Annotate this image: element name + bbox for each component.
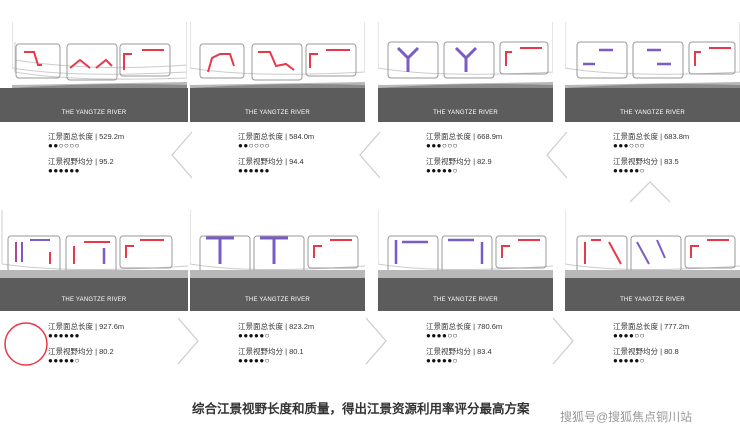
site-plan-option-4 bbox=[565, 20, 740, 94]
score-dots-5: ●●●●●○ bbox=[48, 356, 80, 365]
score-dots-7: ●●●●●○ bbox=[426, 356, 458, 365]
score-dots-4: ●●●●●○ bbox=[613, 166, 645, 175]
chevron-up-icon bbox=[629, 181, 671, 203]
length-dots-4: ●●●○○○ bbox=[613, 141, 645, 150]
river-label-2: THE YANGTZE RIVER bbox=[245, 110, 310, 116]
length-dots-7: ●●●●○○ bbox=[426, 331, 458, 340]
river-label-4: THE YANGTZE RIVER bbox=[620, 110, 685, 116]
length-metric-1: 江景面总长度 | 529.2m bbox=[48, 132, 125, 141]
length-metric-5: 江景面总长度 | 927.6m bbox=[48, 322, 125, 331]
river-label-8: THE YANGTZE RIVER bbox=[620, 297, 685, 303]
chevron-right-icon bbox=[177, 317, 199, 365]
selected-option-circle bbox=[4, 322, 48, 366]
chevron-left-icon bbox=[359, 131, 381, 179]
length-dots-2: ●●○○○○ bbox=[238, 141, 270, 150]
conclusion-caption: 综合江景视野长度和质量，得出江景资源利用率评分最高方案 bbox=[192, 402, 530, 416]
length-metric-6: 江景面总长度 | 823.2m bbox=[238, 322, 315, 331]
river-label-5: THE YANGTZE RIVER bbox=[61, 297, 127, 303]
score-metric-6: 江景视野均分 | 80.1 bbox=[238, 347, 304, 356]
length-metric-8: 江景面总长度 | 777.2m bbox=[613, 322, 690, 331]
score-dots-8: ●●●●●○ bbox=[613, 356, 645, 365]
river-label-1: THE YANGTZE RIVER bbox=[61, 110, 127, 116]
length-metric-3: 江景面总长度 | 668.9m bbox=[426, 132, 503, 141]
site-plan-option-5 bbox=[0, 208, 188, 282]
score-metric-1: 江景视野均分 | 95.2 bbox=[48, 157, 114, 166]
score-dots-1: ●●●●●● bbox=[48, 166, 80, 175]
chevron-right-icon bbox=[552, 317, 574, 365]
length-dots-8: ●●●●○○ bbox=[613, 331, 645, 340]
score-dots-3: ●●●●●○ bbox=[426, 166, 458, 175]
score-metric-8: 江景视野均分 | 80.8 bbox=[613, 347, 679, 356]
length-dots-1: ●●○○○○ bbox=[48, 141, 80, 150]
chevron-right-icon bbox=[365, 317, 387, 365]
site-plan-option-3 bbox=[378, 20, 553, 94]
score-metric-7: 江景视野均分 | 83.4 bbox=[426, 347, 492, 356]
length-dots-6: ●●●●●○ bbox=[238, 331, 270, 340]
chevron-left-icon bbox=[546, 131, 568, 179]
chevron-left-icon bbox=[171, 131, 193, 179]
watermark: 搜狐号@搜狐焦点铜川站 bbox=[560, 410, 693, 424]
length-metric-7: 江景面总长度 | 780.6m bbox=[426, 322, 503, 331]
score-dots-6: ●●●●●○ bbox=[238, 356, 270, 365]
length-metric-2: 江景面总长度 | 584.0m bbox=[238, 132, 315, 141]
score-dots-2: ●●●●●● bbox=[238, 166, 270, 175]
length-metric-4: 江景面总长度 | 683.8m bbox=[613, 132, 690, 141]
length-dots-3: ●●●○○○ bbox=[426, 141, 458, 150]
length-dots-5: ●●●●●● bbox=[48, 331, 80, 340]
score-metric-2: 江景视野均分 | 94.4 bbox=[238, 157, 304, 166]
score-metric-5: 江景视野均分 | 80.2 bbox=[48, 347, 114, 356]
river-label-7: THE YANGTZE RIVER bbox=[433, 297, 498, 303]
site-plan-option-1 bbox=[12, 20, 187, 94]
score-metric-4: 江景视野均分 | 83.5 bbox=[613, 157, 679, 166]
site-plan-option-2 bbox=[190, 20, 365, 94]
score-metric-3: 江景视野均分 | 82.9 bbox=[426, 157, 492, 166]
river-label-6: THE YANGTZE RIVER bbox=[245, 297, 310, 303]
river-label-3: THE YANGTZE RIVER bbox=[433, 110, 498, 116]
